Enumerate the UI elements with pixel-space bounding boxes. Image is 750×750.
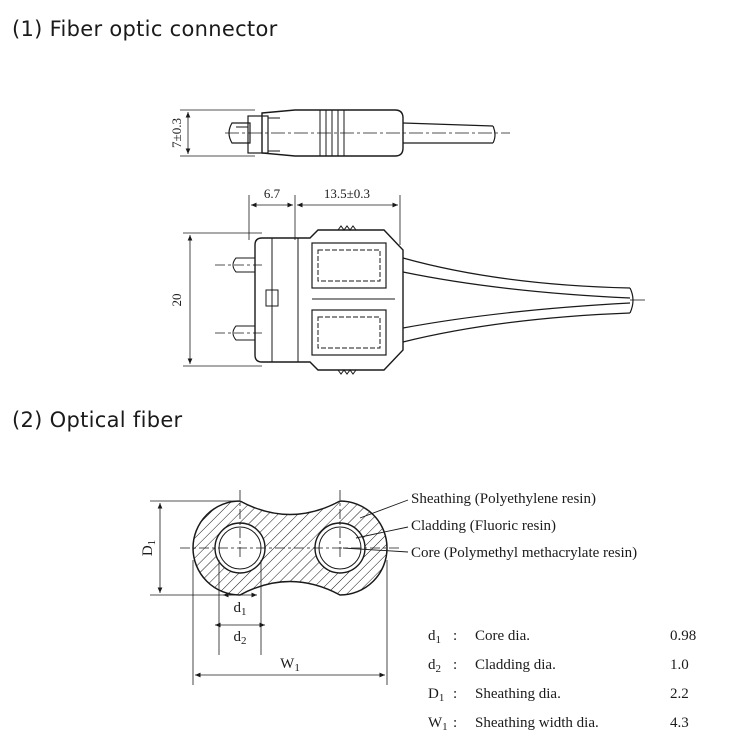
W1-label: W1 [280,656,300,674]
legend-colon: : [453,686,458,702]
fiber-section-title: (2) Optical fiber [12,408,183,432]
legend-row: d2 : Cladding dia. 1.0 [428,651,728,680]
dimension-legend: d1 : Core dia. 0.98 d2 : Cladding dia. 1… [428,622,728,738]
d1-label: d1 [234,600,247,618]
connector-section-title: (1) Fiber optic connector [12,17,278,41]
legend-description: Sheathing width dia. [475,715,599,731]
legend-colon: : [453,628,458,644]
legend-value: 2.2 [670,686,689,702]
sheathing-label: Sheathing (Polyethylene resin) [411,491,596,507]
legend-symbol: D1 [428,685,445,704]
legend-symbol: W1 [428,714,448,733]
core-label: Core (Polymethyl methacrylate resin) [411,545,637,561]
overall-height-dim: 20 [169,294,184,307]
legend-colon: : [453,657,458,673]
legend-row: D1 : Sheathing dia. 2.2 [428,680,728,709]
cladding-label: Cladding (Fluoric resin) [411,518,556,534]
side-height-dim: 7±0.3 [169,118,184,148]
legend-description: Sheathing dia. [475,686,561,702]
D1-label: D1 [140,540,158,556]
legend-row: d1 : Core dia. 0.98 [428,622,728,651]
legend-value: 4.3 [670,715,689,731]
legend-value: 1.0 [670,657,689,673]
legend-description: Core dia. [475,628,530,644]
front-width-dim: 6.7 [264,186,281,201]
fiber-cross-section: D1 Sheathing (Polyethylene resin) Claddi… [140,490,637,685]
connector-side-view: 7±0.3 [169,109,510,157]
legend-symbol: d1 [428,627,441,646]
legend-value: 0.98 [670,628,697,644]
legend-description: Cladding dia. [475,657,556,673]
legend-row: W1 : Sheathing width dia. 4.3 [428,709,728,738]
legend-symbol: d2 [428,656,441,675]
connector-top-view: 6.7 13.5±0.3 20 [169,186,645,375]
body-width-dim: 13.5±0.3 [324,186,370,201]
d2-label: d2 [234,629,247,647]
legend-colon: : [453,715,458,731]
